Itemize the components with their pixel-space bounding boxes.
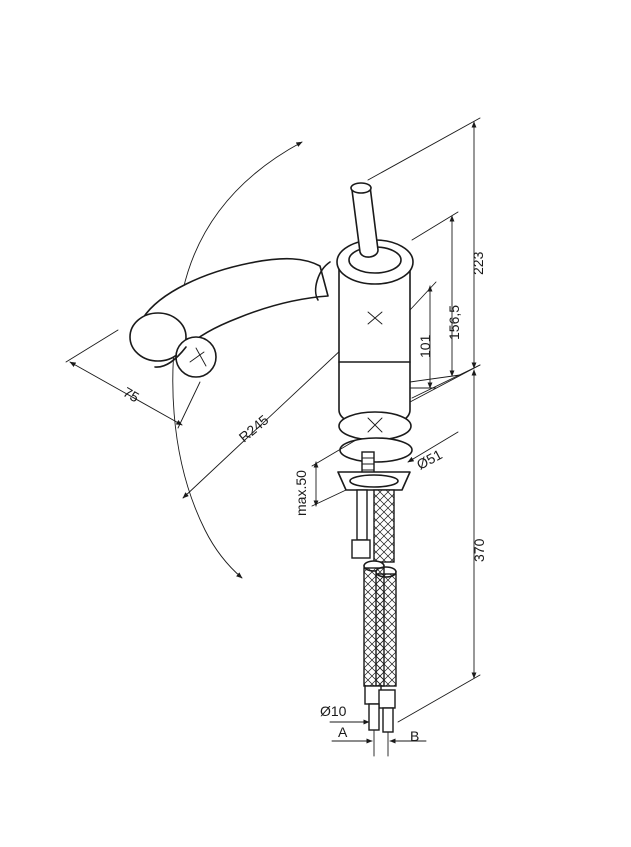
connection-a-label: A (338, 724, 348, 740)
dimension-height-middle: 156,5 (409, 211, 462, 383)
dimension-width-label: 75 (121, 384, 143, 406)
braided-hoses (363, 489, 397, 757)
dimension-height-total-label: 223 (470, 251, 486, 275)
connection-a: A (331, 724, 373, 744)
handle-lever (129, 257, 331, 378)
dimension-height-total: 223 (367, 117, 486, 403)
dimension-height-middle-label: 156,5 (446, 305, 462, 340)
connection-b: B (389, 728, 427, 744)
mounting-hardware (337, 437, 413, 559)
dimension-hose-diameter-label: Ø10 (320, 703, 347, 719)
dimension-max-thickness: max.50 (293, 439, 357, 516)
dimension-max-thickness-label: max.50 (293, 470, 309, 516)
connection-b-label: B (410, 728, 419, 744)
dimension-hose-length-label: 370 (471, 538, 487, 562)
dimension-width: 75 (65, 329, 201, 429)
dimension-height-body: 101 (409, 281, 437, 389)
faucet-body (336, 182, 414, 441)
dimension-height-body-label: 101 (417, 334, 433, 358)
dimension-base-diameter-label: Ø51 (414, 446, 445, 473)
dimension-hose-diameter: Ø10 (320, 703, 370, 725)
dimension-hose-length: 370 (397, 364, 487, 723)
dimension-radius-label: R245 (236, 411, 272, 445)
dimension-base-diameter: Ø51 (407, 431, 459, 473)
